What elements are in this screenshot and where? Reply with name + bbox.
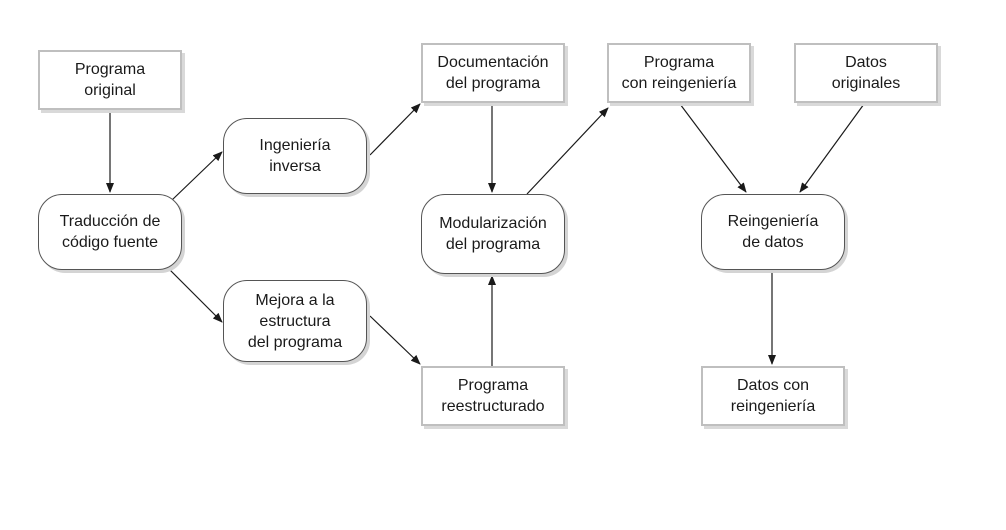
node-documentacion-del-programa: Documentación del programa: [421, 43, 565, 103]
node-modularizacion-del-programa: Modularización del programa: [421, 194, 565, 274]
node-programa-con-reingenieria: Programa con reingeniería: [607, 43, 751, 103]
node-programa-original: Programa original: [38, 50, 182, 110]
arrow-programa-reingenieria-to-reingenieria-datos: [679, 103, 747, 193]
node-ingenieria-inversa: Ingeniería inversa: [223, 118, 367, 194]
arrow-traduccion-to-ingenieria-inversa: [171, 151, 223, 201]
arrow-traduccion-to-mejora: [165, 265, 223, 323]
node-programa-reestructurado: Programa reestructurado: [421, 366, 565, 426]
arrow-datos-originales-to-reingenieria-datos: [799, 103, 865, 193]
arrow-modularizacion-to-programa-reingenieria: [526, 107, 609, 195]
arrow-ingenieria-inversa-to-documentacion: [369, 103, 421, 156]
node-reingenieria-de-datos: Reingeniería de datos: [701, 194, 845, 270]
node-traduccion-codigo-fuente: Traducción de código fuente: [38, 194, 182, 270]
node-datos-originales: Datos originales: [794, 43, 938, 103]
arrow-mejora-to-reestructurado: [369, 315, 421, 365]
node-datos-con-reingenieria: Datos con reingeniería: [701, 366, 845, 426]
node-mejora-estructura: Mejora a la estructura del programa: [223, 280, 367, 362]
